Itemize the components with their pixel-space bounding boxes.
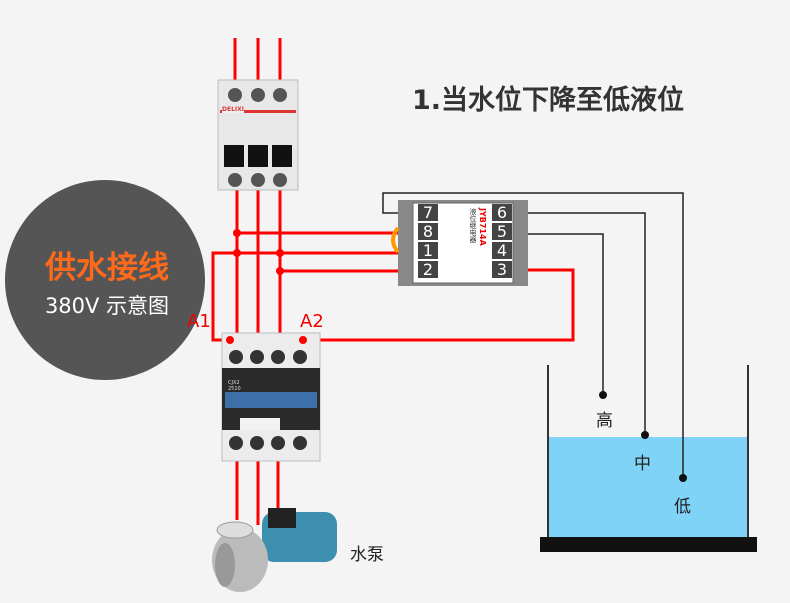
relay-model: JYB714A <box>478 208 487 246</box>
probe-mid <box>641 431 649 439</box>
probe-low <box>679 474 687 482</box>
terminal-4: 4 <box>492 242 512 259</box>
terminal-1: 1 <box>418 242 438 259</box>
badge-title: 供水接线 <box>45 250 169 286</box>
relay-subtitle: 液位继电器 <box>469 208 477 243</box>
terminal-6: 6 <box>492 204 512 221</box>
badge-subtitle: 380V 示意图 <box>44 294 170 318</box>
label-low: 低 <box>674 497 691 517</box>
breaker-brand: DELIXI <box>222 106 244 113</box>
label-mid: 中 <box>634 454 651 474</box>
badge-circle <box>5 180 205 380</box>
contactor <box>221 332 321 462</box>
signal-wires <box>382 192 684 478</box>
coil-a1-label: A1 <box>187 311 211 332</box>
contactor-model: CJX2 2510 <box>228 380 241 392</box>
terminal-2: 2 <box>418 261 438 278</box>
relay-right-terminals: 6 5 4 3 <box>492 204 512 278</box>
relay-left-terminals: 7 8 1 2 <box>418 204 438 278</box>
pump-label: 水泵 <box>350 545 384 565</box>
terminal-3: 3 <box>492 261 512 278</box>
label-high: 高 <box>596 411 613 431</box>
coil-a2-label: A2 <box>300 311 324 332</box>
terminal-7: 7 <box>418 204 438 221</box>
water-pump <box>212 508 337 592</box>
terminal-5: 5 <box>492 223 512 240</box>
water <box>549 437 747 537</box>
junction-dots <box>233 229 284 275</box>
page-title: 1.当水位下降至低液位 <box>412 85 685 116</box>
terminal-8: 8 <box>418 223 438 240</box>
circuit-breaker <box>217 79 299 191</box>
probe-high <box>599 391 607 399</box>
tank-base <box>540 537 757 552</box>
